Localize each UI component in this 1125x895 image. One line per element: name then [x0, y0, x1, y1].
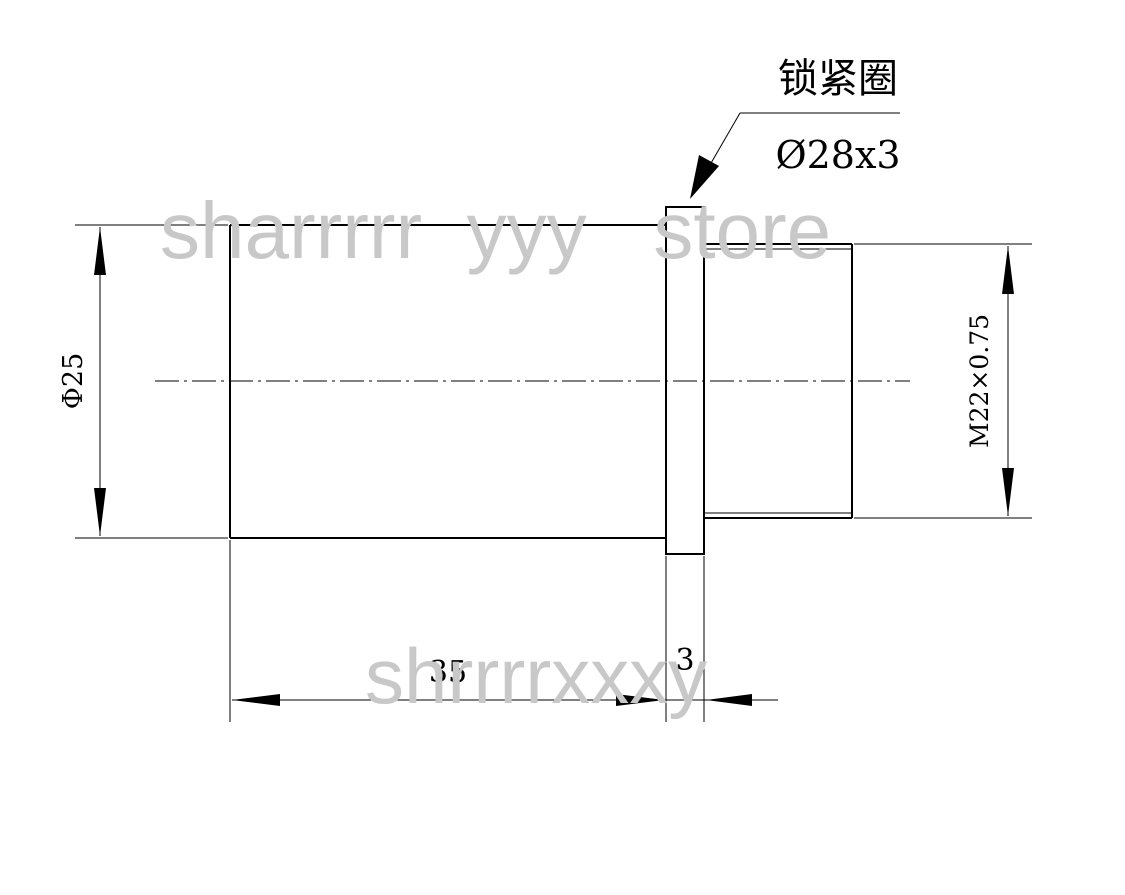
length-main-label: 35: [429, 655, 467, 690]
callout-title: 锁紧圈: [778, 56, 898, 102]
arrow-right-35: [616, 694, 664, 706]
callout-leader: [690, 112, 900, 199]
dimension-lengths: [229, 540, 778, 722]
callout-spec: Ø28x3: [775, 133, 900, 177]
arrow-left-35: [232, 694, 280, 706]
arrow-down-left: [94, 488, 106, 536]
arrow-up-left: [94, 227, 106, 275]
arrow-up-right: [1002, 246, 1014, 294]
leader-arrowhead: [690, 155, 719, 199]
diameter-label: Φ25: [58, 353, 89, 410]
dimension-thread-right: [854, 243, 1032, 519]
watermark-top: sharrrrr yyy store: [160, 186, 831, 275]
arrow-down-right: [1002, 468, 1014, 516]
watermark-bottom: shrrrrxxxy: [365, 632, 707, 720]
length-ring-label: 3: [675, 643, 694, 678]
thread-label: M22×0.75: [965, 314, 994, 448]
arrow-left-3: [706, 694, 752, 706]
dimension-diameter-left: [75, 224, 228, 539]
